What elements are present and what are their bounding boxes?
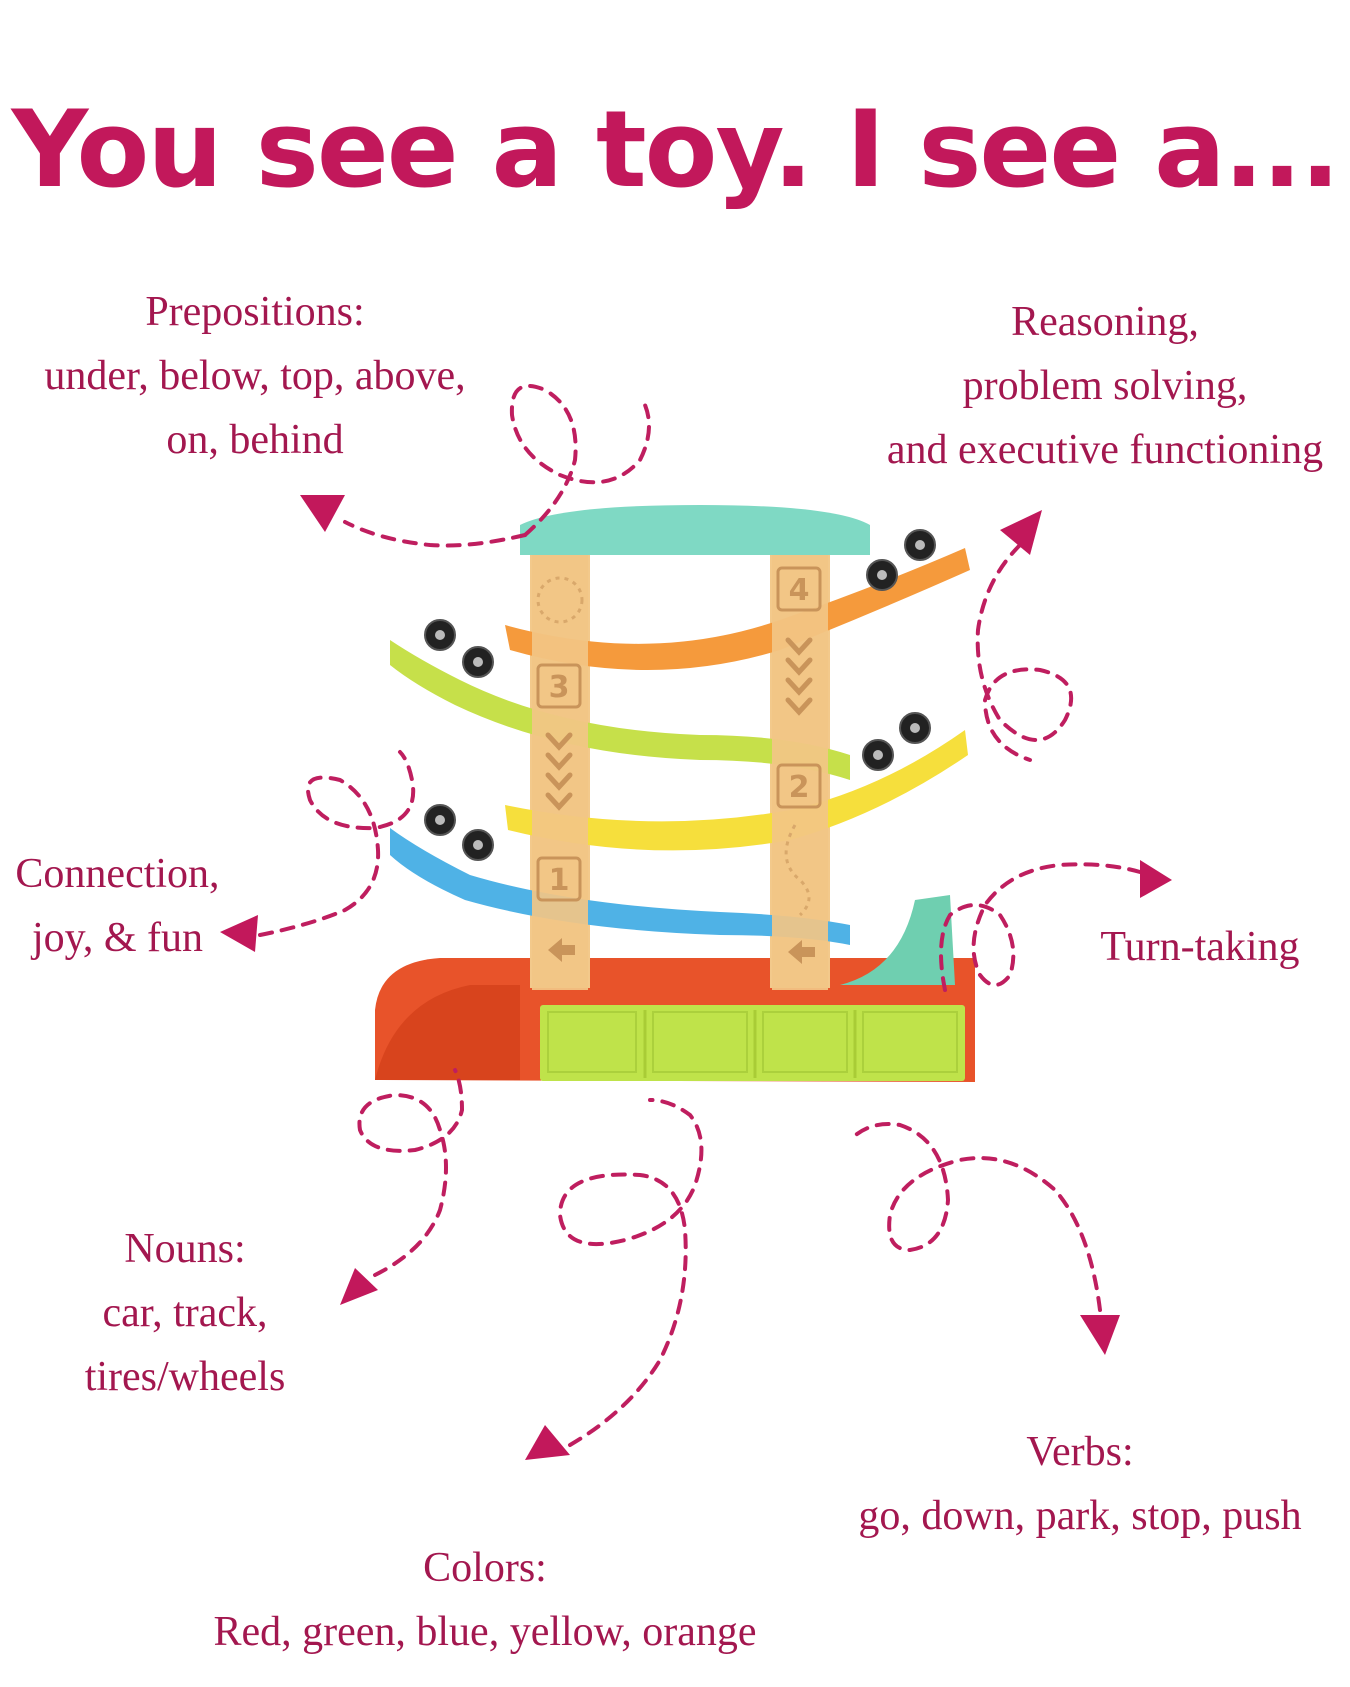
green-track [390,640,850,780]
reasoning-line-3: and executive functioning [886,427,1324,473]
car-ramp-toy: 1 2 3 4 [375,505,975,1082]
connection-line-2: joy, & fun [31,915,204,961]
prepositions-arrow [300,384,651,548]
verbs-heading: Verbs: [1026,1429,1134,1475]
nouns-label: Nouns: car, track, tires/wheels [60,1217,310,1409]
nouns-arrowhead [340,1268,378,1305]
turn-taking-arrowhead [1140,860,1172,898]
nouns-line-1: car, track, [102,1290,268,1336]
nouns-arrow [340,1068,465,1305]
prepositions-label: Prepositions: under, below, top, above, … [20,280,490,472]
turn-taking-label: Turn-taking [1080,915,1320,979]
verbs-label: Verbs: go, down, park, stop, push [830,1420,1330,1548]
connection-line-1: Connection, [15,851,220,897]
prepositions-line-2: on, behind [166,417,344,463]
track-number-1: 1 [549,863,570,898]
turn-taking-arrow [939,860,1172,992]
track-number-4: 4 [789,573,810,608]
nouns-heading: Nouns: [124,1226,246,1272]
colors-arrow [525,1098,704,1460]
verbs-arrowhead [1080,1315,1120,1355]
reasoning-line-2: problem solving, [962,363,1248,409]
colors-line-1: Red, green, blue, yellow, orange [213,1609,757,1655]
reasoning-label: Reasoning, problem solving, and executiv… [875,290,1335,482]
connection-arrow [220,750,416,952]
reasoning-arrowhead [1000,510,1042,555]
colors-arrowhead [525,1425,570,1460]
track-number-3: 3 [549,670,570,705]
reasoning-arrow [975,510,1074,762]
verbs-line-1: go, down, park, stop, push [858,1493,1302,1539]
yellow-track [505,730,968,851]
reasoning-line-1: Reasoning, [1011,299,1199,345]
blue-track [390,828,850,945]
toy-roof [520,505,870,555]
turn-taking-line-1: Turn-taking [1100,924,1300,970]
verbs-arrow [848,1122,1120,1355]
track-number-2: 2 [789,770,810,805]
colors-label: Colors: Red, green, blue, yellow, orange [175,1536,795,1664]
prepositions-heading: Prepositions: [145,289,365,335]
page-title: You see a toy. I see a... [11,88,1341,211]
nouns-line-2: tires/wheels [84,1354,286,1400]
toy-base-slope [375,985,520,1080]
colors-heading: Colors: [423,1545,547,1591]
toy-drawer [540,1005,965,1081]
connection-arrowhead [220,915,258,952]
toy-right-ramp [840,895,955,985]
connection-label: Connection, joy, & fun [0,842,235,970]
prepositions-arrowhead [300,495,345,532]
prepositions-line-1: under, below, top, above, [44,353,466,399]
